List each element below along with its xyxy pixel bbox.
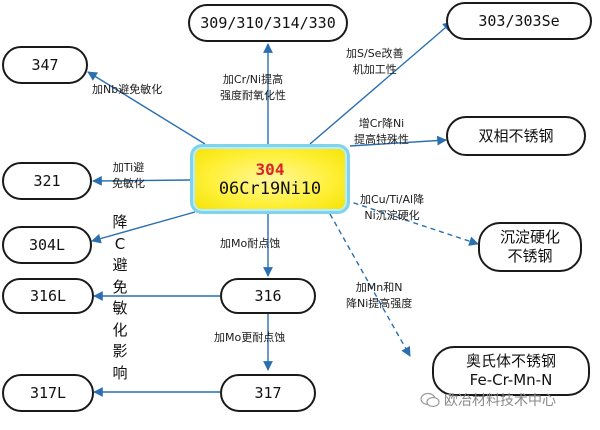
vertical-char: 降 — [112, 213, 128, 231]
center-code: 06Cr19Ni10 — [218, 178, 322, 199]
node-317l: 317L — [2, 374, 94, 412]
label-add-mo: 加Mo耐点蚀 — [220, 237, 281, 250]
vertical-char: 响 — [112, 363, 128, 382]
vertical-char: 避 — [112, 256, 128, 274]
node-304l: 304L — [2, 226, 92, 264]
node-309-310-314-330: 309/310/314/330 — [188, 4, 348, 42]
node-precipitation-hardening: 沉淀硬化 不锈钢 — [478, 222, 582, 272]
label-add-nb: 加Nb避免敏化 — [92, 83, 163, 96]
arrow-to-duplex — [349, 135, 447, 147]
vertical-char: 化 — [112, 320, 128, 339]
wechat-icon — [420, 392, 440, 408]
node-316: 316 — [220, 278, 316, 314]
arrow-to-304l — [91, 211, 196, 244]
center-node-304: 304 06Cr19Ni10 — [190, 144, 350, 214]
node-317: 317 — [220, 374, 316, 412]
node-321: 321 — [2, 162, 92, 200]
node-austenitic-fe-cr-mn-n: 奥氏体不锈钢 Fe-Cr-Mn-N — [432, 346, 590, 396]
arrow-to-303 — [309, 21, 453, 145]
node-316l: 316L — [2, 278, 94, 314]
arrow-to-321 — [92, 176, 191, 186]
label-reduce-c-vertical: 降 C 避 免 敏 化 影 响 — [110, 212, 130, 384]
arrow-to-347 — [87, 71, 206, 145]
label-add-cr-ni: 加Cr/Ni提高 强度耐氧化性 — [220, 73, 286, 102]
node-duplex-stainless: 双相不锈钢 — [446, 116, 586, 156]
vertical-char: C — [114, 234, 126, 253]
label-add-ti: 加Ti避 免敏化 — [112, 161, 145, 190]
watermark-text: 欧冶材料技术中心 — [444, 393, 556, 409]
vertical-char: 影 — [112, 342, 128, 360]
node-347: 347 — [2, 46, 88, 84]
label-add-cu-ti-al: 加Cu/Ti/Al降 Ni沉淀硬化 — [360, 193, 425, 222]
center-grade: 304 — [255, 159, 285, 179]
label-inc-cr-dec-ni: 增Cr降Ni 提高特殊性 — [354, 117, 409, 146]
node-303-303se: 303/303Se — [446, 2, 592, 40]
arrow-to-austenitic — [329, 213, 411, 357]
label-add-mo-more: 加Mo更耐点蚀 — [214, 331, 286, 344]
watermark: 欧冶材料技术中心 — [420, 390, 556, 410]
label-add-s-se: 加S/Se改善 机加工性 — [346, 47, 404, 76]
vertical-char: 敏 — [112, 299, 128, 317]
label-add-mn-n: 加Mn和N 降Ni提高强度 — [346, 281, 413, 310]
vertical-char: 免 — [112, 277, 128, 296]
